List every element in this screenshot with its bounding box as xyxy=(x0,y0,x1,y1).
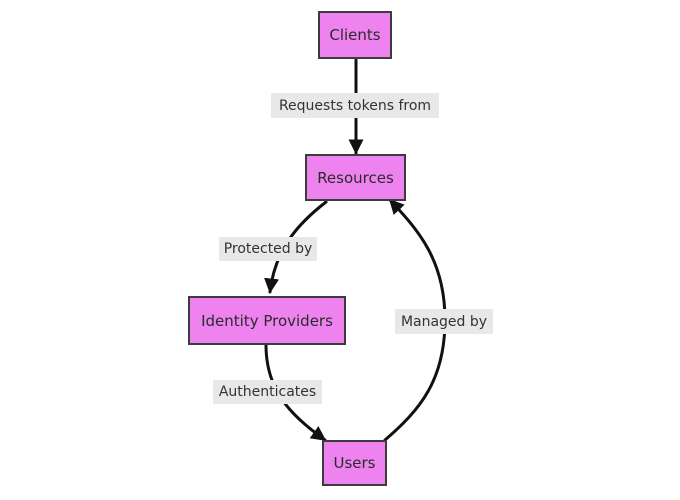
node-clients[interactable]: Clients xyxy=(318,11,392,59)
node-identity-providers[interactable]: Identity Providers xyxy=(188,296,346,345)
edge-label-requests-tokens-from: Requests tokens from xyxy=(271,93,439,118)
edge-label-authenticates: Authenticates xyxy=(213,380,322,404)
edge-label-managed-by: Managed by xyxy=(395,309,493,334)
node-users[interactable]: Users xyxy=(322,440,387,486)
node-resources[interactable]: Resources xyxy=(305,154,406,201)
edge-label-protected-by: Protected by xyxy=(219,237,317,261)
